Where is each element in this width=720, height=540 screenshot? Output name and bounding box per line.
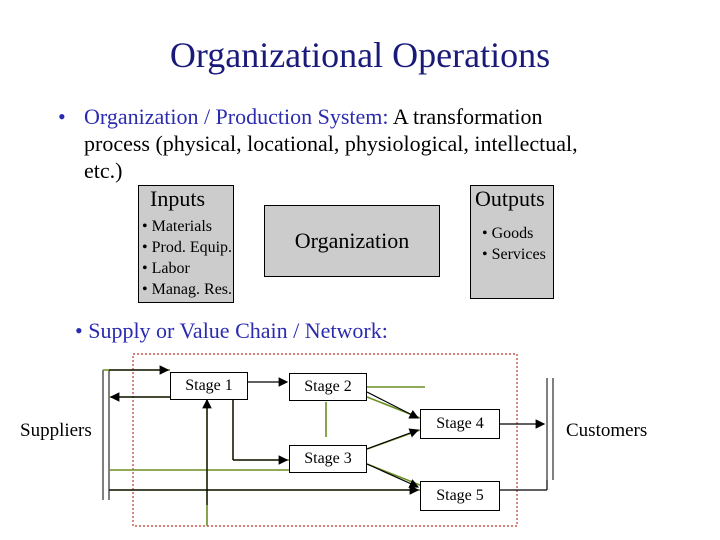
stage-1-label: Stage 1 <box>185 377 233 394</box>
network-boundary <box>132 353 518 527</box>
output-item-goods: • Goods <box>482 225 534 242</box>
inputs-box <box>138 185 234 303</box>
stage-5-label: Stage 5 <box>436 487 484 504</box>
bullet-text-line2: process (physical, locational, physiolog… <box>84 131 578 156</box>
stage-1-box: Stage 1 <box>170 372 248 400</box>
stage-2-label: Stage 2 <box>304 378 352 395</box>
input-item-management: • Manag. Res. <box>142 281 233 298</box>
bullet-marker: • <box>58 104 66 129</box>
inputs-header: Inputs <box>150 186 205 211</box>
input-item-labor: • Labor <box>142 260 190 277</box>
input-item-equipment: • Prod. Equip. <box>142 239 233 256</box>
bullet-supply-chain: • Supply or Value Chain / Network: <box>75 318 388 343</box>
suppliers-label: Suppliers <box>20 420 92 441</box>
outputs-list: • Goods • Services <box>482 223 546 265</box>
outputs-header: Outputs <box>475 186 545 211</box>
input-item-materials: • Materials <box>142 218 213 235</box>
output-item-services: • Services <box>482 246 546 263</box>
bullet-text-line3: etc.) <box>84 158 123 183</box>
stage-5-box: Stage 5 <box>420 481 500 511</box>
organization-label: Organization <box>294 228 410 253</box>
bullet-label: Organization / Production System: <box>84 104 389 129</box>
outputs-box <box>470 185 554 299</box>
bullet-text-line1: A transformation <box>392 104 543 129</box>
stage-4-box: Stage 4 <box>420 409 500 439</box>
stage-3-box: Stage 3 <box>289 445 367 473</box>
bullet-production-system: • Organization / Production System: A tr… <box>58 103 668 184</box>
inputs-list: • Materials • Prod. Equip. • Labor • Man… <box>142 216 232 300</box>
stage-3-label: Stage 3 <box>304 450 352 467</box>
stage-2-box: Stage 2 <box>289 373 367 401</box>
organization-box: Organization <box>264 205 440 277</box>
page-title: Organizational Operations <box>169 35 551 75</box>
stage-4-label: Stage 4 <box>436 415 484 432</box>
customers-label: Customers <box>566 420 648 441</box>
